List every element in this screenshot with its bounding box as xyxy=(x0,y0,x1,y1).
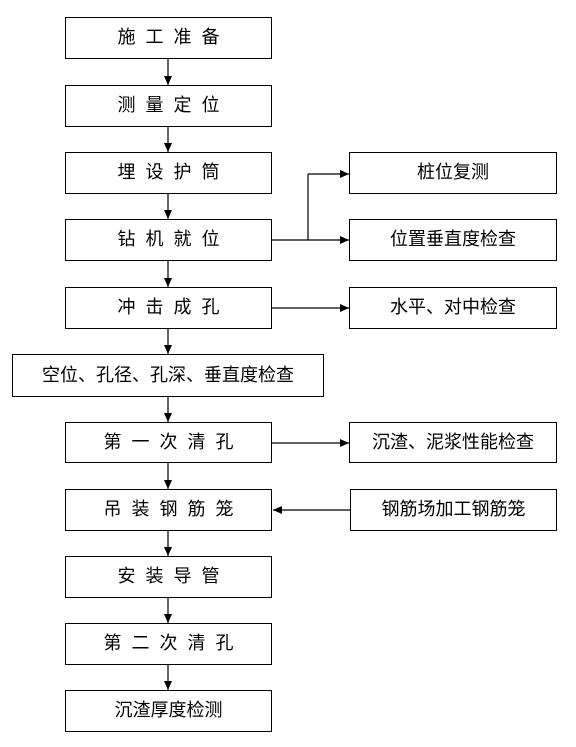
side-rebar-cage-fabrication: 钢筋场加工钢筋笼 xyxy=(350,489,557,531)
step-bury-casing: 埋设护筒 xyxy=(65,152,272,194)
side-pile-position-recheck: 桩位复测 xyxy=(349,152,557,194)
step-hole-inspection: 空位、孔径、孔深、垂直度检查 xyxy=(12,354,324,397)
side-level-centering-check: 水平、对中检查 xyxy=(349,287,557,329)
side-sediment-slurry-check: 沉渣、泥浆性能检查 xyxy=(349,422,557,463)
step-sediment-thickness-test: 沉渣厚度检测 xyxy=(65,690,272,732)
step-hoist-rebar-cage: 吊装钢筋笼 xyxy=(65,489,272,531)
step-percussion-drilling: 冲击成孔 xyxy=(65,287,272,329)
step-rig-in-place: 钻机就位 xyxy=(65,219,272,261)
side-position-verticality-check: 位置垂直度检查 xyxy=(349,219,557,261)
step-construction-preparation: 施工准备 xyxy=(65,17,272,59)
step-survey-positioning: 测量定位 xyxy=(65,85,272,127)
step-first-hole-cleaning: 第一次清孔 xyxy=(65,422,272,463)
step-second-hole-cleaning: 第二次清孔 xyxy=(65,623,272,665)
step-install-tremie: 安装导管 xyxy=(65,556,272,598)
